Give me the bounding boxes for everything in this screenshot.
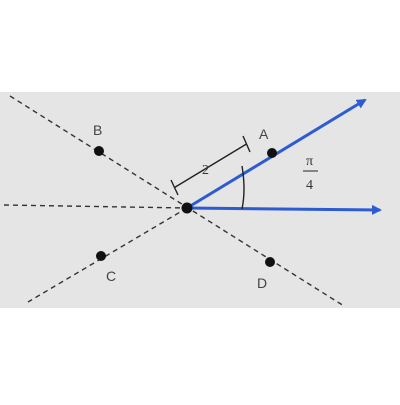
angle-label: π 4 [303,154,318,193]
angle-label-numerator: π [306,154,313,169]
length-label: 2 [202,163,209,178]
point-d-label: D [257,275,267,291]
dashed-line-diagonal-c [27,207,188,303]
point-c-label: C [106,268,116,284]
length-bracket [170,135,251,196]
ray-horizontal [186,204,382,215]
point-a-label: A [259,126,269,142]
dashed-line-diagonal-b-d [9,95,345,307]
dashed-line-horizontal [3,204,188,209]
point-b-label: B [93,122,102,138]
angle-arc [241,165,245,210]
angle-label-denominator: 4 [306,178,313,193]
point-c [96,251,106,261]
point-a [267,148,277,158]
point-origin [181,202,193,214]
point-d [265,257,275,267]
point-b [94,146,104,156]
